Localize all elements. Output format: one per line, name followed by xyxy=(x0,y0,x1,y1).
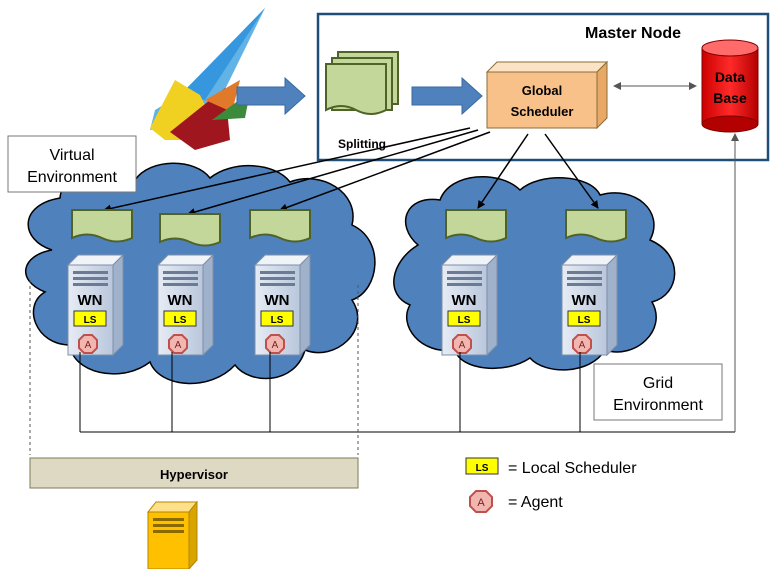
grid-environment-cloud xyxy=(393,175,676,371)
legend-agent-icon xyxy=(469,490,493,513)
agent-label: A xyxy=(459,340,466,351)
task-doc-icon xyxy=(159,213,221,247)
task-doc-icon xyxy=(249,209,311,243)
agent-bus-lines xyxy=(79,352,735,433)
agent-label: A xyxy=(175,340,182,351)
agent-icon xyxy=(78,334,98,354)
flow-arrow-icon xyxy=(411,76,483,116)
dispatch-arrow xyxy=(477,133,529,209)
legend: LS = Local Scheduler A = Agent xyxy=(465,457,637,513)
grid-environment-line1: Grid xyxy=(643,375,673,392)
ls-label: LS xyxy=(458,315,471,326)
global-scheduler-line2: Scheduler xyxy=(511,104,574,119)
worker-node: WN LS A xyxy=(441,254,498,356)
worker-node: WN LS A xyxy=(561,254,618,356)
global-scheduler-line1: Global xyxy=(522,83,562,98)
agent-label: A xyxy=(272,340,279,351)
virtual-environment-label-box xyxy=(7,135,137,193)
dispatch-arrow xyxy=(544,133,599,209)
ls-label: LS xyxy=(271,315,284,326)
wn-label: WN xyxy=(452,292,477,309)
hypervisor-label: Hypervisor xyxy=(160,467,228,482)
flow-arrow-icon xyxy=(236,76,306,116)
global-scheduler-box xyxy=(485,60,609,130)
master-node-title: Master Node xyxy=(585,25,681,42)
legend-ls-badge xyxy=(465,457,499,475)
legend-agent-text: = Agent xyxy=(508,494,563,511)
legend-ls-text: = Local Scheduler xyxy=(508,460,637,477)
agent-icon xyxy=(572,334,592,354)
agent-icon xyxy=(265,334,285,354)
wn-label: WN xyxy=(168,292,193,309)
ls-label: LS xyxy=(174,315,187,326)
worker-node: WN LS A xyxy=(67,254,124,356)
ls-label: LS xyxy=(84,315,97,326)
virtual-environment-line2: Environment xyxy=(27,169,117,186)
grid-environment-line2: Environment xyxy=(613,397,703,414)
splitting-label: Splitting xyxy=(338,137,386,151)
task-doc-icon xyxy=(565,209,627,243)
wn-label: WN xyxy=(572,292,597,309)
dispatch-arrow xyxy=(279,131,491,212)
splitting-docs-icon xyxy=(325,51,399,115)
database-line2: Base xyxy=(713,90,747,106)
wn-label: WN xyxy=(265,292,290,309)
ls-badge xyxy=(163,310,197,327)
virtual-environment-line1: Virtual xyxy=(49,147,94,164)
legend-ls-badge-label: LS xyxy=(476,463,489,474)
ls-badge xyxy=(447,310,481,327)
task-doc-icon xyxy=(71,209,133,243)
agent-icon xyxy=(168,334,188,354)
agent-label: A xyxy=(85,340,92,351)
agent-label: A xyxy=(579,340,586,351)
wn-label: WN xyxy=(78,292,103,309)
database-line1: Data xyxy=(715,69,746,85)
physical-server-icon xyxy=(146,500,199,569)
database-cylinder-icon xyxy=(701,39,759,133)
ls-badge xyxy=(73,310,107,327)
ls-badge xyxy=(260,310,294,327)
aircraft-mesh-icon xyxy=(150,8,265,150)
dispatch-arrow xyxy=(103,127,471,213)
worker-node: WN LS A xyxy=(157,254,214,356)
grid-environment-label-box xyxy=(593,363,723,421)
dispatch-arrow xyxy=(187,129,479,216)
legend-agent-badge-label: A xyxy=(477,497,485,509)
hypervisor-bar xyxy=(29,457,359,489)
task-doc-icon xyxy=(445,209,507,243)
ls-label: LS xyxy=(578,315,591,326)
agent-icon xyxy=(452,334,472,354)
ls-badge xyxy=(567,310,601,327)
worker-node: WN LS A xyxy=(254,254,311,356)
